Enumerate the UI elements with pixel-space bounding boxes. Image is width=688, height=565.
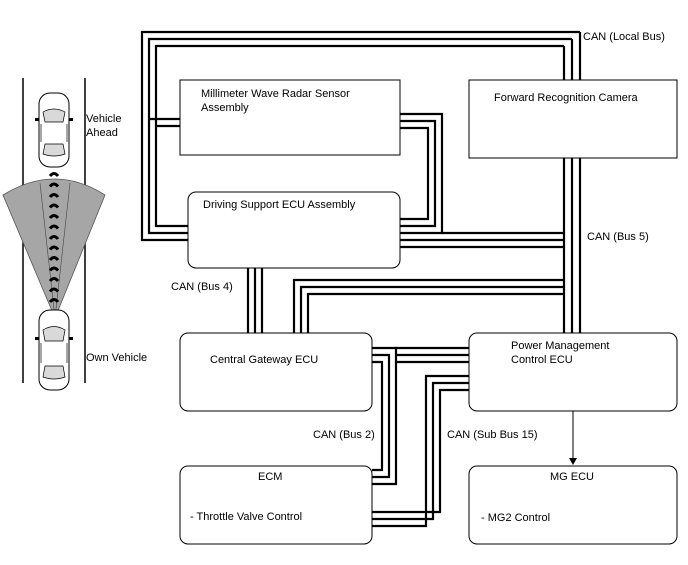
radar-wave-chevron — [48, 203, 60, 209]
camera-title: Forward Recognition Camera — [494, 92, 639, 104]
vehicle-ahead-label-line2: Ahead — [86, 127, 118, 139]
own-vehicle-icon — [35, 309, 73, 391]
radar-wave-chevron — [48, 298, 60, 304]
radar-wave-chevron — [48, 235, 60, 241]
radar-detection-fan — [2, 178, 106, 320]
radar-wave-chevron — [48, 224, 60, 230]
component-boxes — [179, 79, 678, 545]
driving-support-title: Driving Support ECU Assembly — [203, 199, 356, 211]
radar-wave-chevron — [48, 266, 60, 272]
can-bus4-lines — [246, 268, 264, 333]
vehicle-ahead-icon — [35, 92, 73, 168]
can-local-bus-label: CAN (Local Bus) — [583, 31, 665, 43]
power-mgmt-title-line1: Power Management — [511, 340, 609, 352]
own-vehicle-label: Own Vehicle — [86, 352, 147, 364]
ecm-item: - Throttle Valve Control — [190, 511, 302, 523]
radar-title-line1: Millimeter Wave Radar Sensor — [201, 88, 350, 100]
radar-wave-chevron — [48, 277, 60, 283]
radar-wave-chevron — [48, 214, 60, 220]
can-bus2-label: CAN (Bus 2) — [313, 429, 375, 441]
radar-wave-chevrons — [48, 172, 60, 304]
can-bus5-lines — [292, 32, 582, 333]
mg-item: - MG2 Control — [481, 512, 550, 524]
road-illustration: Vehicle Ahead Own Vehicle — [2, 78, 147, 391]
ecm-box — [179, 465, 373, 545]
radar-wave-chevron — [48, 193, 60, 199]
can-bus2-lines — [372, 346, 470, 486]
mg-ecu-box — [468, 465, 678, 545]
ecm-title: ECM — [258, 471, 282, 483]
radar-wave-chevron — [48, 172, 60, 178]
gateway-title: Central Gateway ECU — [210, 354, 318, 366]
can-sub-bus15-label: CAN (Sub Bus 15) — [447, 429, 537, 441]
radar-wave-chevron — [48, 287, 60, 293]
central-gateway-box — [179, 332, 373, 412]
can-bus5-label: CAN (Bus 5) — [587, 231, 649, 243]
mg-title: MG ECU — [550, 471, 594, 483]
radar-title-line2: Assembly — [201, 102, 249, 114]
can-sub-bus15-lines — [372, 374, 470, 528]
radar-wave-chevron — [48, 256, 60, 262]
forward-camera-box — [468, 79, 678, 159]
can-local-bus-lines — [140, 30, 580, 242]
radar-sensor-box — [179, 79, 401, 156]
camera-view-line-left — [39, 182, 56, 319]
radar-wave-chevron — [48, 245, 60, 251]
radar-wave-chevron — [48, 182, 60, 188]
power-mgmt-title-line2: Control ECU — [511, 354, 573, 366]
can-bus-lines — [140, 30, 582, 528]
driving-support-ecu-box — [187, 191, 401, 269]
can-bus4-label: CAN (Bus 4) — [171, 281, 233, 293]
vehicle-ahead-label-line1: Vehicle — [86, 113, 121, 125]
camera-view-line-right — [54, 182, 71, 319]
